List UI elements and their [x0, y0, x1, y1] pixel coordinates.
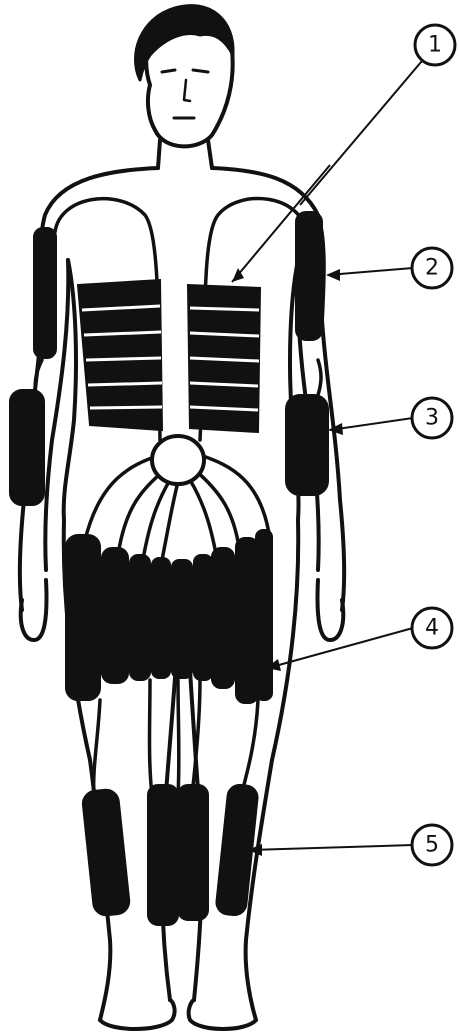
leader-1 — [300, 55, 427, 205]
lower-leg-cuff-center-right — [178, 785, 208, 920]
thigh-cuff-7 — [212, 548, 234, 688]
tube-center-lower-2 — [178, 680, 179, 795]
lower-leg-cuff-left — [82, 788, 131, 916]
neck-right — [208, 140, 212, 168]
left-foot — [100, 1000, 175, 1029]
thigh-cuff-3 — [130, 555, 150, 680]
thigh-cuff-8 — [236, 538, 258, 703]
callout-4-label: 4 — [425, 616, 439, 641]
leader-3 — [330, 418, 413, 430]
left-hand — [21, 580, 47, 640]
left-eye — [162, 70, 175, 72]
callout-5-label: 5 — [425, 833, 439, 858]
neck-left — [158, 140, 160, 168]
callout-3: 3 — [412, 398, 452, 438]
lower-leg-cuff-center-left — [148, 785, 178, 925]
tube-right-forearm — [318, 360, 321, 395]
right-hand — [318, 580, 344, 640]
upper-arm-cuff-left — [34, 228, 56, 358]
tube-hub-left-3 — [142, 480, 170, 565]
thigh-cuff-4 — [152, 558, 170, 678]
central-hub — [152, 436, 204, 484]
nose — [184, 80, 190, 101]
callout-4: 4 — [412, 608, 452, 648]
tube-center-lower-1 — [150, 680, 153, 795]
right-foot — [189, 1000, 256, 1029]
thigh-cuff-6 — [194, 555, 212, 680]
callout-5: 5 — [412, 825, 452, 865]
tube-hub-right-2 — [195, 470, 240, 555]
callout-1: 1 — [415, 25, 455, 65]
cuffs — [10, 212, 328, 925]
thigh-cuff-2 — [102, 548, 128, 683]
forearm-cuff-left — [10, 390, 44, 505]
callout-2-label: 2 — [425, 256, 439, 281]
tube-left-lower — [94, 700, 100, 800]
thigh-cuff-9 — [256, 530, 272, 700]
thigh-cuff-5 — [172, 560, 192, 678]
leader-2 — [328, 268, 413, 275]
hair — [135, 6, 233, 80]
right-eye — [193, 70, 208, 72]
leader-5 — [250, 845, 413, 850]
arrowhead-2 — [326, 269, 340, 281]
callout-2: 2 — [412, 248, 452, 288]
callout-1-label: 1 — [428, 33, 442, 58]
callout-3-label: 3 — [425, 406, 439, 431]
forearm-cuff-right — [286, 395, 328, 495]
upper-arm-cuff-right — [296, 212, 322, 340]
tube-hub-left-2 — [118, 470, 165, 555]
thigh-cuff-1 — [66, 535, 100, 700]
